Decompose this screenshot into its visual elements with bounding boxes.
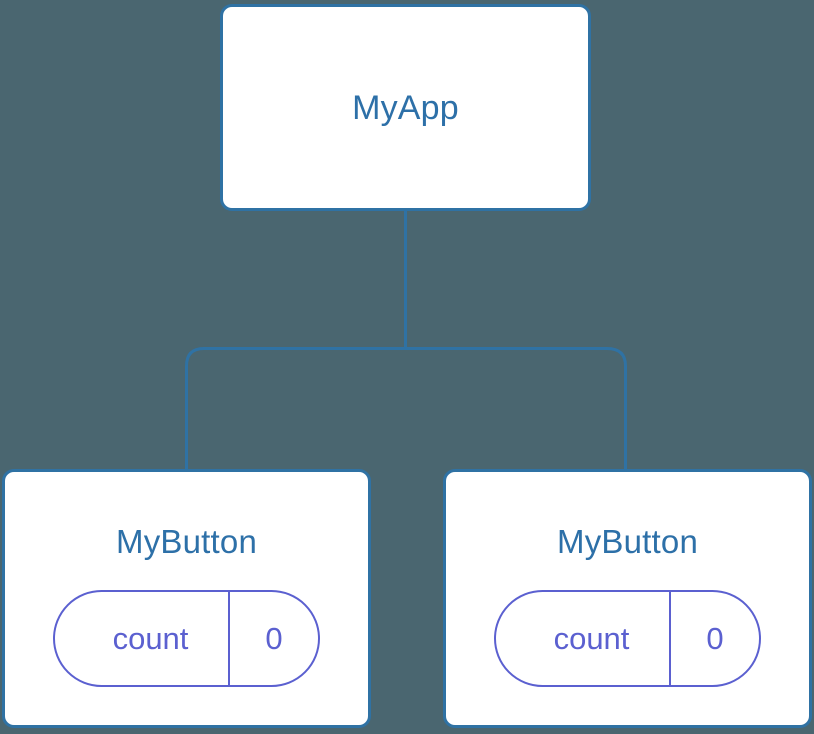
prop-key: count (112, 621, 189, 656)
prop-key: count (553, 621, 630, 656)
node-title: MyButton (116, 523, 257, 560)
edge-branch-to-child-right (405, 347, 627, 469)
prop-value: 0 (228, 592, 318, 685)
node-mybutton-left[interactable]: MyButton count 0 (2, 469, 371, 728)
node-myapp[interactable]: MyApp (220, 4, 591, 211)
node-title: MyApp (352, 88, 459, 127)
prop-pill-count[interactable]: count 0 (494, 590, 761, 687)
node-title: MyButton (557, 523, 698, 560)
node-mybutton-right[interactable]: MyButton count 0 (443, 469, 812, 728)
prop-value: 0 (669, 592, 759, 685)
edge-branch-to-child-left (185, 347, 406, 469)
prop-pill-count[interactable]: count 0 (53, 590, 320, 687)
